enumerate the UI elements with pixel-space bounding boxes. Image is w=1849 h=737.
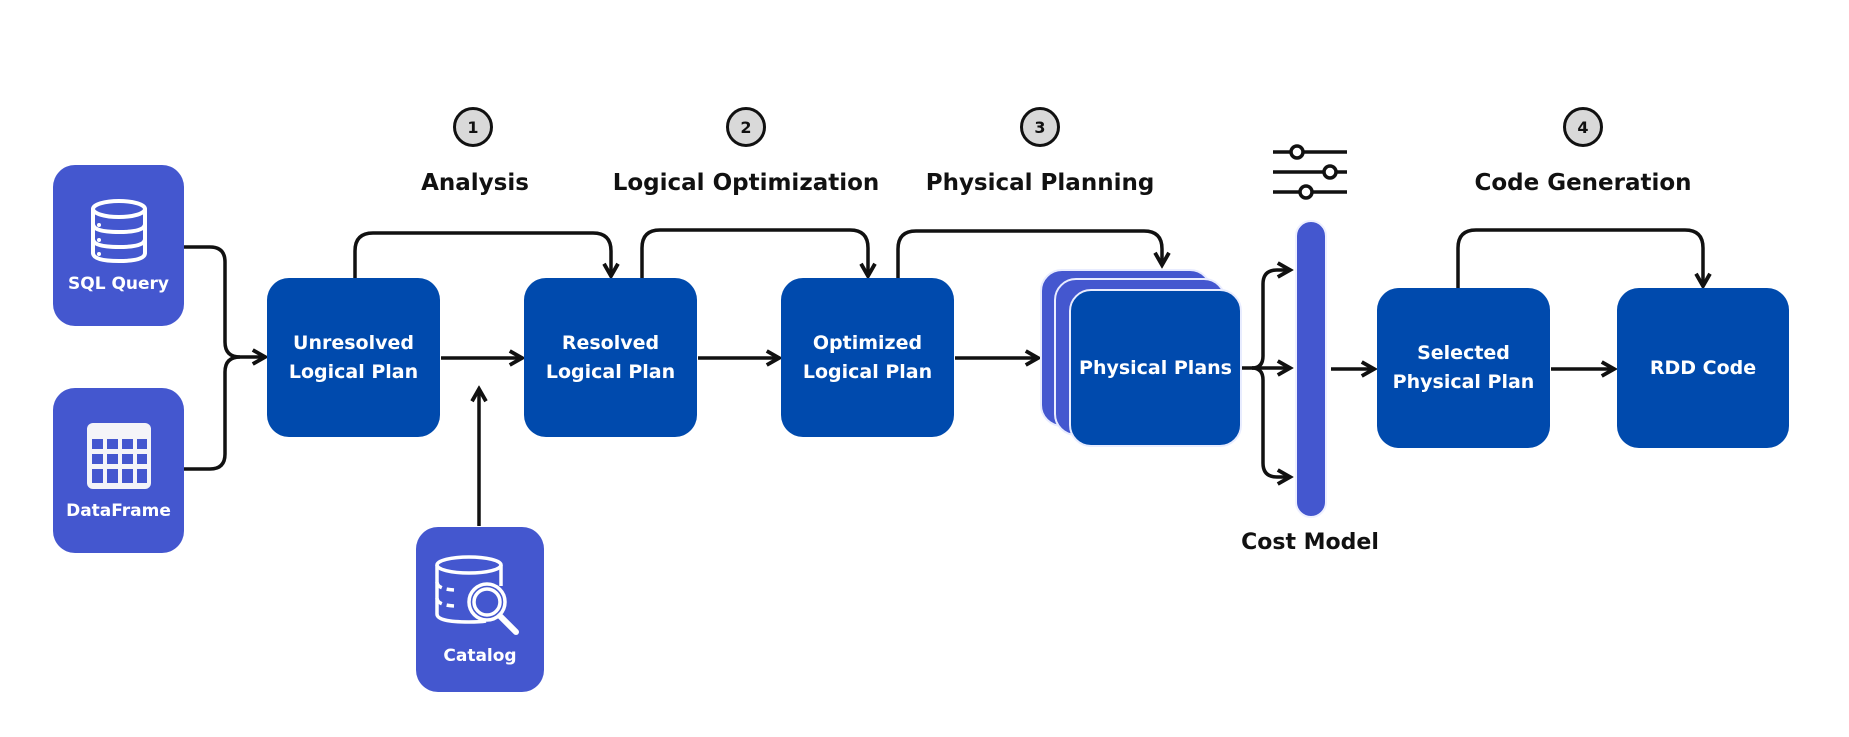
physical-plans-label: Physical Plans [1079,356,1232,379]
stage-badge-4: 4 [1563,107,1603,147]
stage-label-analysis: Analysis [421,170,529,196]
optimized-line2: Logical Plan [802,360,933,383]
database-icon [90,198,147,263]
logical-optimization-loop-arrow [640,228,868,278]
resolved-line1: Resolved [561,331,660,354]
physical-plans[interactable]: Physical Plans [1069,289,1242,447]
physical-to-cost-branch-top [1251,270,1290,370]
selected-line2: Physical Plan [1392,371,1535,393]
cost-model-bar[interactable] [1295,220,1327,518]
stage-label-code-generation: Code Generation [1474,170,1692,196]
stage-badge-3: 3 [1020,107,1060,147]
stage-badge-2: 2 [726,107,766,147]
dataframe-to-unresolved-connector [184,355,241,471]
rdd-code[interactable]: RDD Code [1617,288,1789,448]
unresolved-line2: Logical Plan [288,360,419,383]
sql-query-source[interactable]: SQL Query [53,165,184,326]
resolved-line2: Logical Plan [545,360,676,383]
physical-to-cost-branch-bottom [1251,366,1290,477]
stage-label-physical-planning: Physical Planning [925,170,1155,196]
catalog-label: Catalog [443,645,517,666]
catalog-source[interactable]: Catalog [416,527,544,692]
database-search-icon [435,554,519,635]
sliders-icon [1273,144,1347,200]
cost-model-label: Cost Model [1241,530,1379,555]
sql-to-unresolved-connector [184,245,265,357]
selected-line1: Selected [1417,342,1510,364]
unresolved-line1: Unresolved [293,331,414,354]
table-grid-icon [86,422,151,489]
optimized-line1: Optimized [812,331,923,354]
stage-badge-1: 1 [453,107,493,147]
rdd-code-label: RDD Code [1649,356,1757,379]
physical-planning-loop-arrow [896,229,1162,278]
analysis-loop-arrow [353,231,611,278]
dataframe-label: DataFrame [66,500,171,521]
dataframe-source[interactable]: DataFrame [53,388,184,553]
stage-label-logical-optimization: Logical Optimization [612,170,880,196]
code-generation-loop-arrow [1456,228,1703,288]
sql-query-label: SQL Query [68,273,169,294]
